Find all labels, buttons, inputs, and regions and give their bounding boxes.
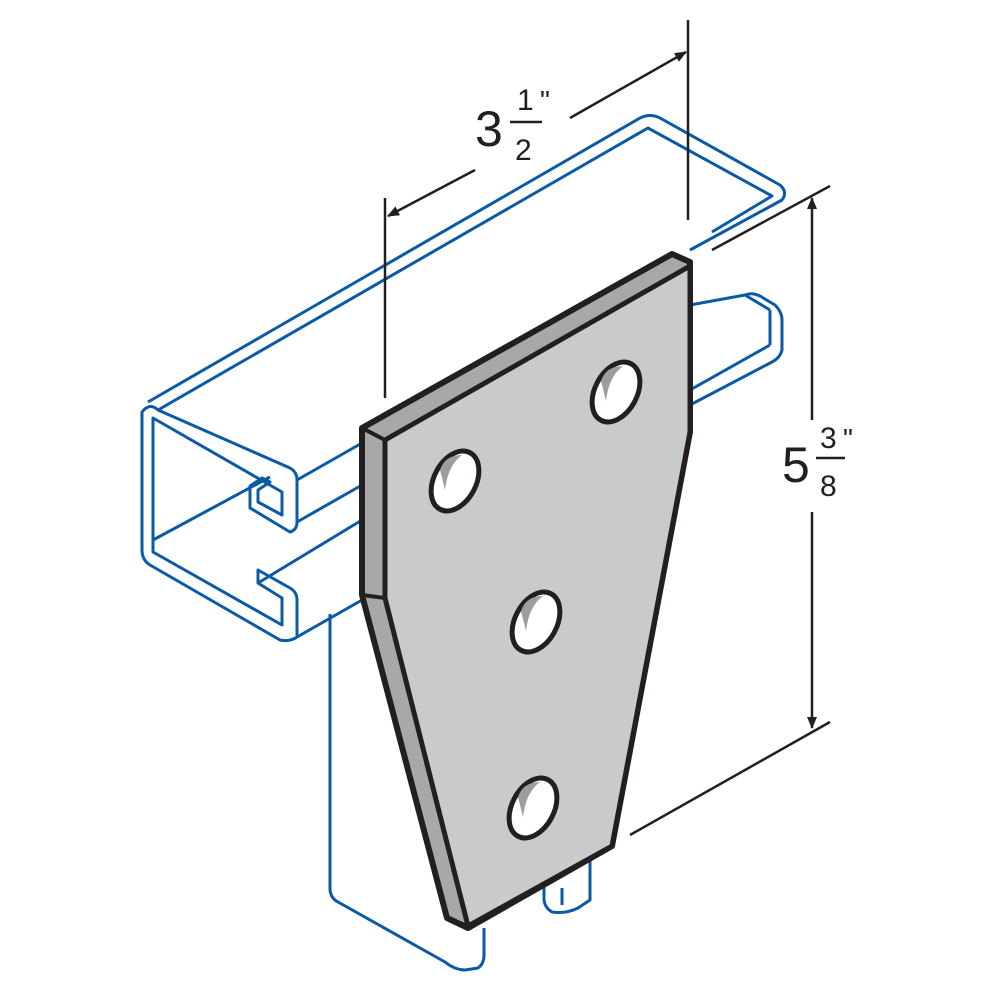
- channel-inner-edge: [152, 475, 271, 542]
- height-denominator: 8: [820, 470, 837, 503]
- width-dimension: [383, 20, 690, 398]
- height-dimension: [629, 184, 831, 837]
- channel-far-edge: [744, 293, 771, 312]
- width-numerator: 1: [517, 84, 534, 117]
- mounting-holes: [428, 359, 643, 841]
- width-label: 3 1 2 ": [475, 84, 550, 167]
- channel-lip-edge: [296, 483, 363, 524]
- plate: [359, 251, 693, 931]
- channel-lip-edge: [257, 518, 363, 585]
- channel-inner-top-edge: [157, 126, 774, 412]
- channel-strut: [140, 114, 787, 643]
- channel-top-edge: [147, 114, 787, 404]
- dimension-arrow: [387, 168, 476, 218]
- channel-far-edge: [689, 343, 771, 392]
- width-denominator: 2: [515, 134, 532, 167]
- dimension-arrow: [569, 50, 687, 120]
- width-whole: 3: [475, 101, 503, 157]
- height-numerator: 3: [820, 422, 837, 455]
- width-unit: ": [540, 85, 550, 116]
- vertical-post: [328, 614, 592, 972]
- height-whole: 5: [782, 437, 810, 493]
- extension-line: [629, 720, 831, 837]
- channel-lip-edge: [296, 441, 363, 482]
- channel-far-lip: [689, 292, 784, 407]
- height-label: 5 3 8 ": [782, 422, 853, 503]
- extension-line: [711, 184, 831, 252]
- height-unit: ": [843, 423, 853, 454]
- channel-end-profile: [140, 405, 299, 643]
